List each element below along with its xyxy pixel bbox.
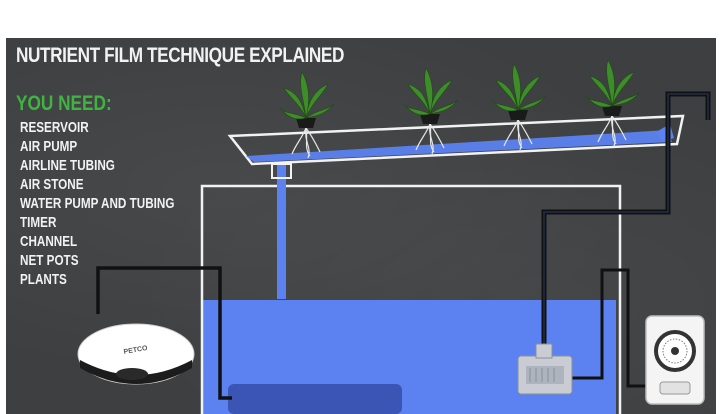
list-item: RESERVOIR [20,119,89,136]
air-pump-brand: PETCO [123,345,149,356]
list-item: AIRLINE TUBING [20,157,115,174]
list-item: WATER PUMP AND TUBING [20,195,175,212]
list-item: NET POTS [20,252,79,269]
you-need-heading: YOU NEED: [16,92,112,115]
list-item: AIR STONE [20,176,84,193]
list-item: AIR PUMP [20,138,78,155]
nft-diagram: PETCO [77,59,711,414]
air-pump-icon: PETCO [77,323,195,385]
list-item: TIMER [20,214,57,231]
plant-icon [585,59,641,147]
drain-pipe [277,163,286,299]
plant-icon [491,63,547,151]
air-stone-icon [228,384,402,414]
reservoir-outline [200,184,622,414]
supplies-list: RESERVOIR AIR PUMP AIRLINE TUBING AIR ST… [20,118,218,289]
timer-icon [645,315,705,405]
plant-icon [279,71,335,159]
plant-icon [403,67,459,155]
drain-fitting [271,163,292,179]
water-pump-icon [517,343,573,395]
page-title: NUTRIENT FILM TECHNIQUE EXPLAINED [16,44,345,67]
chalkboard: PETCO [6,38,716,414]
airline-tubing [96,266,232,400]
list-item: CHANNEL [20,233,78,250]
list-item: PLANTS [20,271,67,288]
timer-cord [572,268,652,388]
water-tubing [541,91,711,356]
